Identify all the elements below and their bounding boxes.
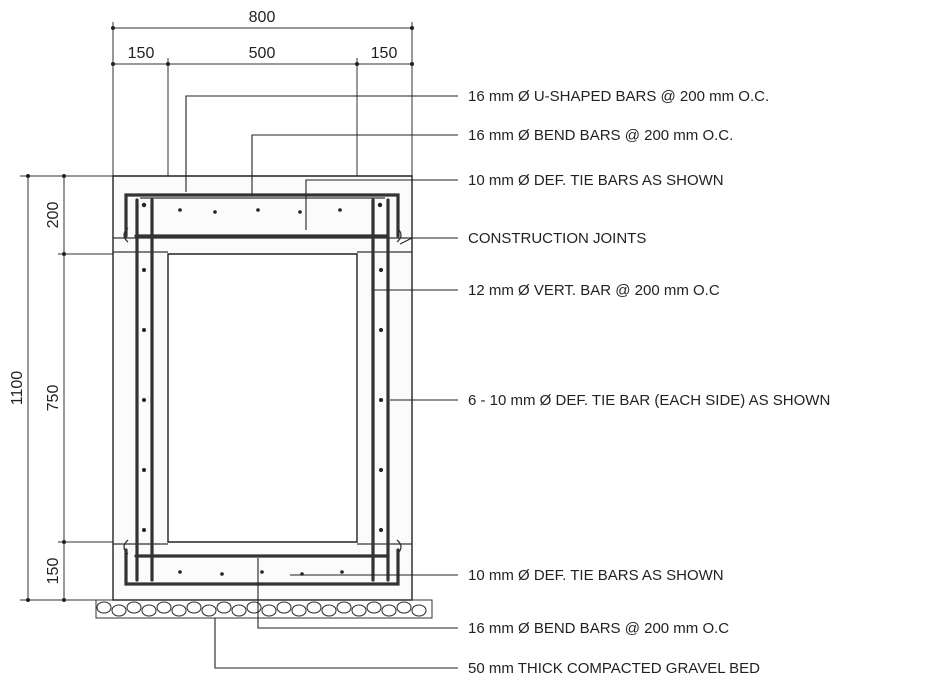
gravel-stone <box>351 604 367 617</box>
gravel-stone <box>321 604 337 617</box>
gravel-stone <box>156 601 172 614</box>
gravel-stone <box>261 604 277 617</box>
callout-construction-joints: CONSTRUCTION JOINTS <box>468 230 646 247</box>
gravel-stone <box>186 601 202 614</box>
dim-bottom-slab: 150 <box>45 558 62 585</box>
dim-inner-width: 500 <box>249 45 276 62</box>
gravel-stone <box>171 604 187 617</box>
gravel-stone <box>141 604 157 617</box>
callout-vertical-bar: 12 mm Ø VERT. BAR @ 200 mm O.C <box>468 282 720 299</box>
gravel-stone <box>96 601 112 614</box>
dim-left-wall: 150 <box>128 45 155 62</box>
gravel-stone <box>366 601 382 614</box>
horizontal-dimensions: 800 150 500 150 <box>111 9 414 178</box>
gravel-stone <box>336 601 352 614</box>
gravel-stone <box>291 604 307 617</box>
gravel-stone <box>396 601 412 614</box>
concrete-section <box>112 175 413 601</box>
gravel-stone <box>126 601 142 614</box>
dim-right-wall: 150 <box>371 45 398 62</box>
gravel-stone <box>216 601 232 614</box>
reinforcement-bars <box>123 193 402 586</box>
gravel-stone <box>306 601 322 614</box>
callout-top-tie-bars: 10 mm Ø DEF. TIE BARS AS SHOWN <box>468 172 724 189</box>
dim-overall-width: 800 <box>249 9 276 26</box>
vertical-dimensions: 1100 200 750 150 <box>9 174 118 602</box>
callout-top-bend-bars: 16 mm Ø BEND BARS @ 200 mm O.C. <box>468 127 733 144</box>
gravel-stone <box>201 604 217 617</box>
gravel-stone <box>381 604 397 617</box>
gravel-stone <box>111 604 127 617</box>
dim-inner-height: 750 <box>45 385 62 412</box>
callout-gravel-bed: 50 mm THICK COMPACTED GRAVEL BED <box>468 660 760 677</box>
dim-overall-height: 1100 <box>9 371 26 406</box>
callout-labels: 16 mm Ø U-SHAPED BARS @ 200 mm O.C. 16 m… <box>468 88 830 677</box>
gravel-stone <box>246 601 262 614</box>
callout-u-shaped-bars: 16 mm Ø U-SHAPED BARS @ 200 mm O.C. <box>468 88 769 105</box>
gravel-stone <box>231 604 247 617</box>
dim-top-slab: 200 <box>45 202 62 229</box>
gravel-bed <box>95 599 433 619</box>
callout-bottom-tie-bars: 10 mm Ø DEF. TIE BARS AS SHOWN <box>468 567 724 584</box>
leader-lines <box>185 95 458 669</box>
gravel-stone <box>411 604 427 617</box>
gravel-stone <box>276 601 292 614</box>
callout-bottom-bend-bars: 16 mm Ø BEND BARS @ 200 mm O.C <box>468 620 729 637</box>
callout-side-tie-bar: 6 - 10 mm Ø DEF. TIE BAR (EACH SIDE) AS … <box>468 392 830 409</box>
